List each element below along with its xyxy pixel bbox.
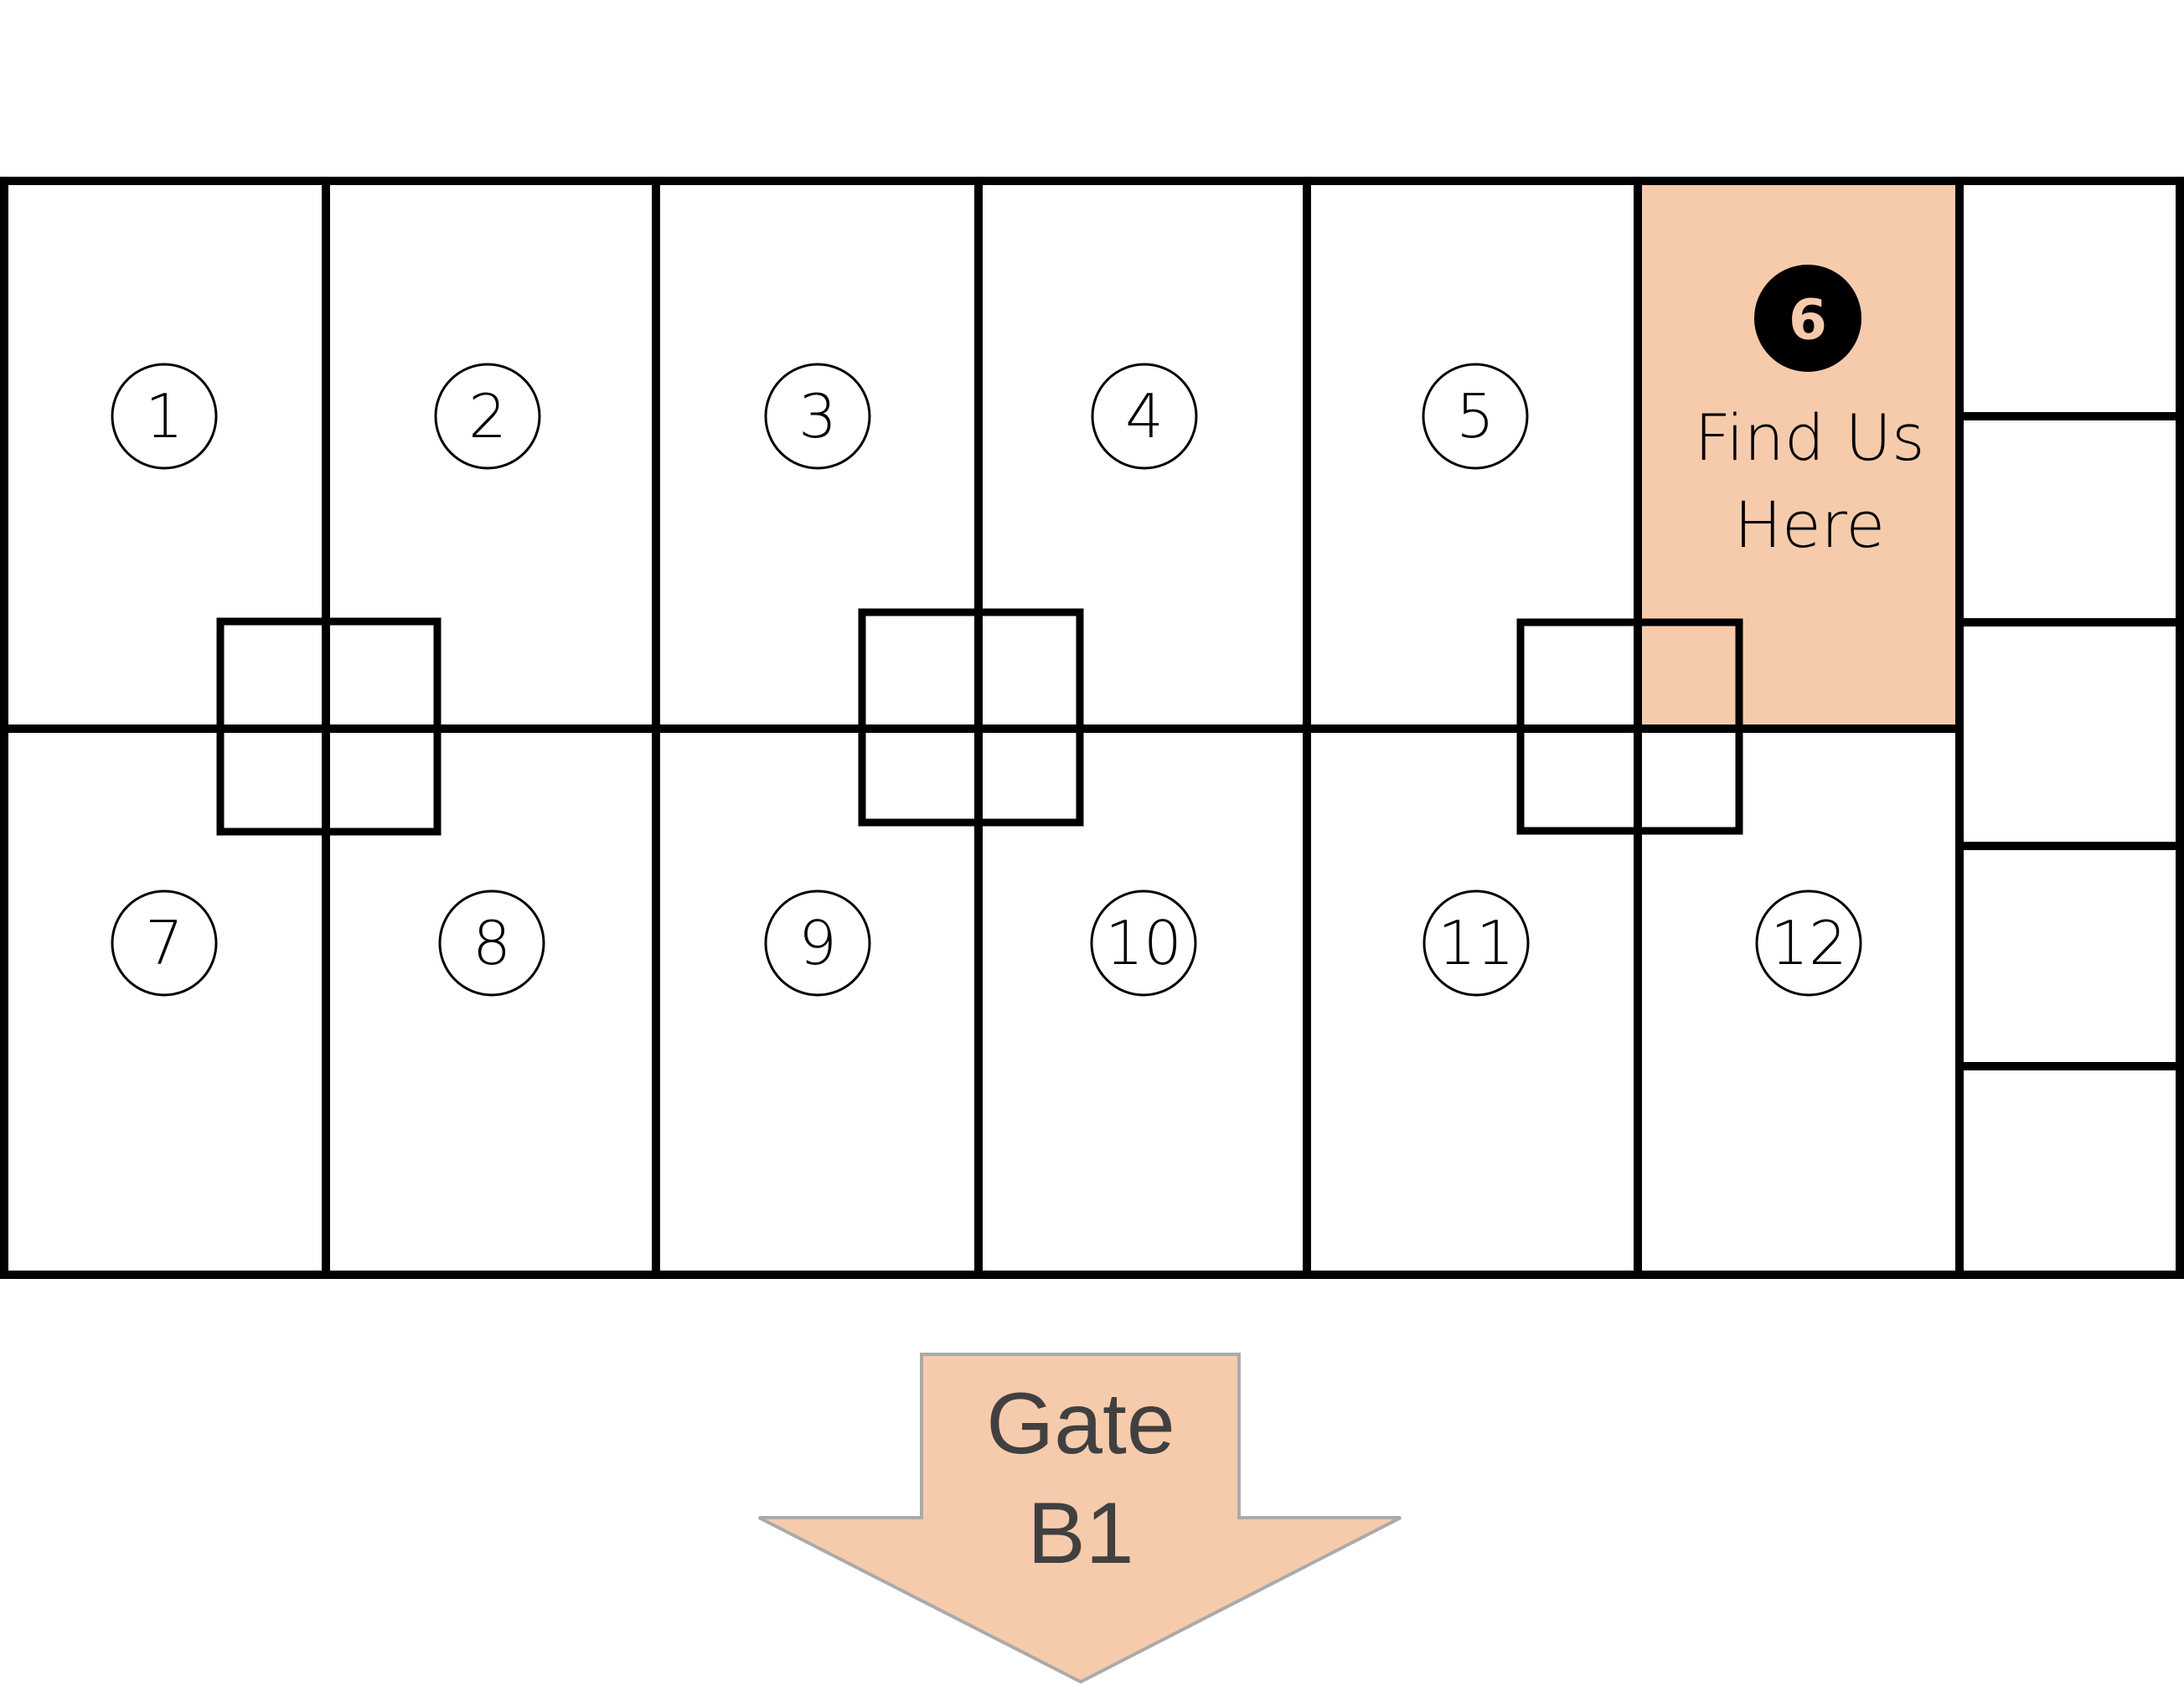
booth-marker-circle [764, 363, 871, 470]
down-arrow-icon [758, 1353, 1402, 1684]
booth-6-marker-filled [1754, 265, 1861, 372]
booth-number: 3 [798, 381, 837, 451]
booth-marker-circle [1090, 889, 1197, 997]
booth-marker-circle [438, 889, 545, 997]
booth-12[interactable]: 12 [1755, 889, 1862, 997]
booth-marker-circle [111, 889, 218, 997]
kiosk-square [1516, 618, 1743, 835]
booth-number: 7 [145, 908, 183, 978]
booth-number: 2 [468, 381, 507, 451]
booth-marker-circle [1422, 363, 1529, 470]
kiosk-square [216, 617, 441, 836]
booth-number: 10 [1105, 908, 1182, 978]
booth-10[interactable]: 10 [1090, 889, 1197, 997]
booth-11[interactable]: 11 [1422, 889, 1530, 997]
booth-marker-circle [1422, 889, 1530, 997]
gate-label-line1: Gate [986, 1375, 1175, 1472]
find-us-label-line2: Here [1734, 487, 1885, 562]
booth-number: 12 [1770, 908, 1847, 978]
gate-b1-arrow[interactable]: Gate B1 [758, 1353, 1402, 1684]
booth-number: 11 [1438, 908, 1515, 978]
booth-marker-circle [1091, 363, 1198, 470]
kiosk-square [858, 608, 1084, 827]
booth-marker-circle [764, 889, 871, 997]
booth-marker-circle [111, 363, 218, 470]
booth-3[interactable]: 3 [764, 363, 871, 470]
booth-8[interactable]: 8 [438, 889, 545, 997]
booth-marker-circle [434, 363, 541, 470]
booth-number: 9 [798, 908, 837, 978]
booth-5[interactable]: 5 [1422, 363, 1529, 470]
booth-number: 4 [1125, 381, 1164, 451]
booth-number: 5 [1456, 381, 1495, 451]
booth-number: 1 [145, 381, 183, 451]
gate-label-line2: B1 [1027, 1485, 1133, 1582]
booth-number: 8 [472, 908, 511, 978]
booth-7[interactable]: 7 [111, 889, 218, 997]
booth-number-highlighted: 6 [1789, 288, 1827, 353]
find-us-label-line1: Find Us [1694, 400, 1924, 475]
booth-2[interactable]: 2 [434, 363, 541, 470]
booth-4[interactable]: 4 [1091, 363, 1198, 470]
booth-1[interactable]: 1 [111, 363, 218, 470]
booth-9[interactable]: 9 [764, 889, 871, 997]
booth-marker-circle [1755, 889, 1862, 997]
booth-6-you-are-here[interactable]: 6 Find Us Here [1694, 265, 1925, 562]
